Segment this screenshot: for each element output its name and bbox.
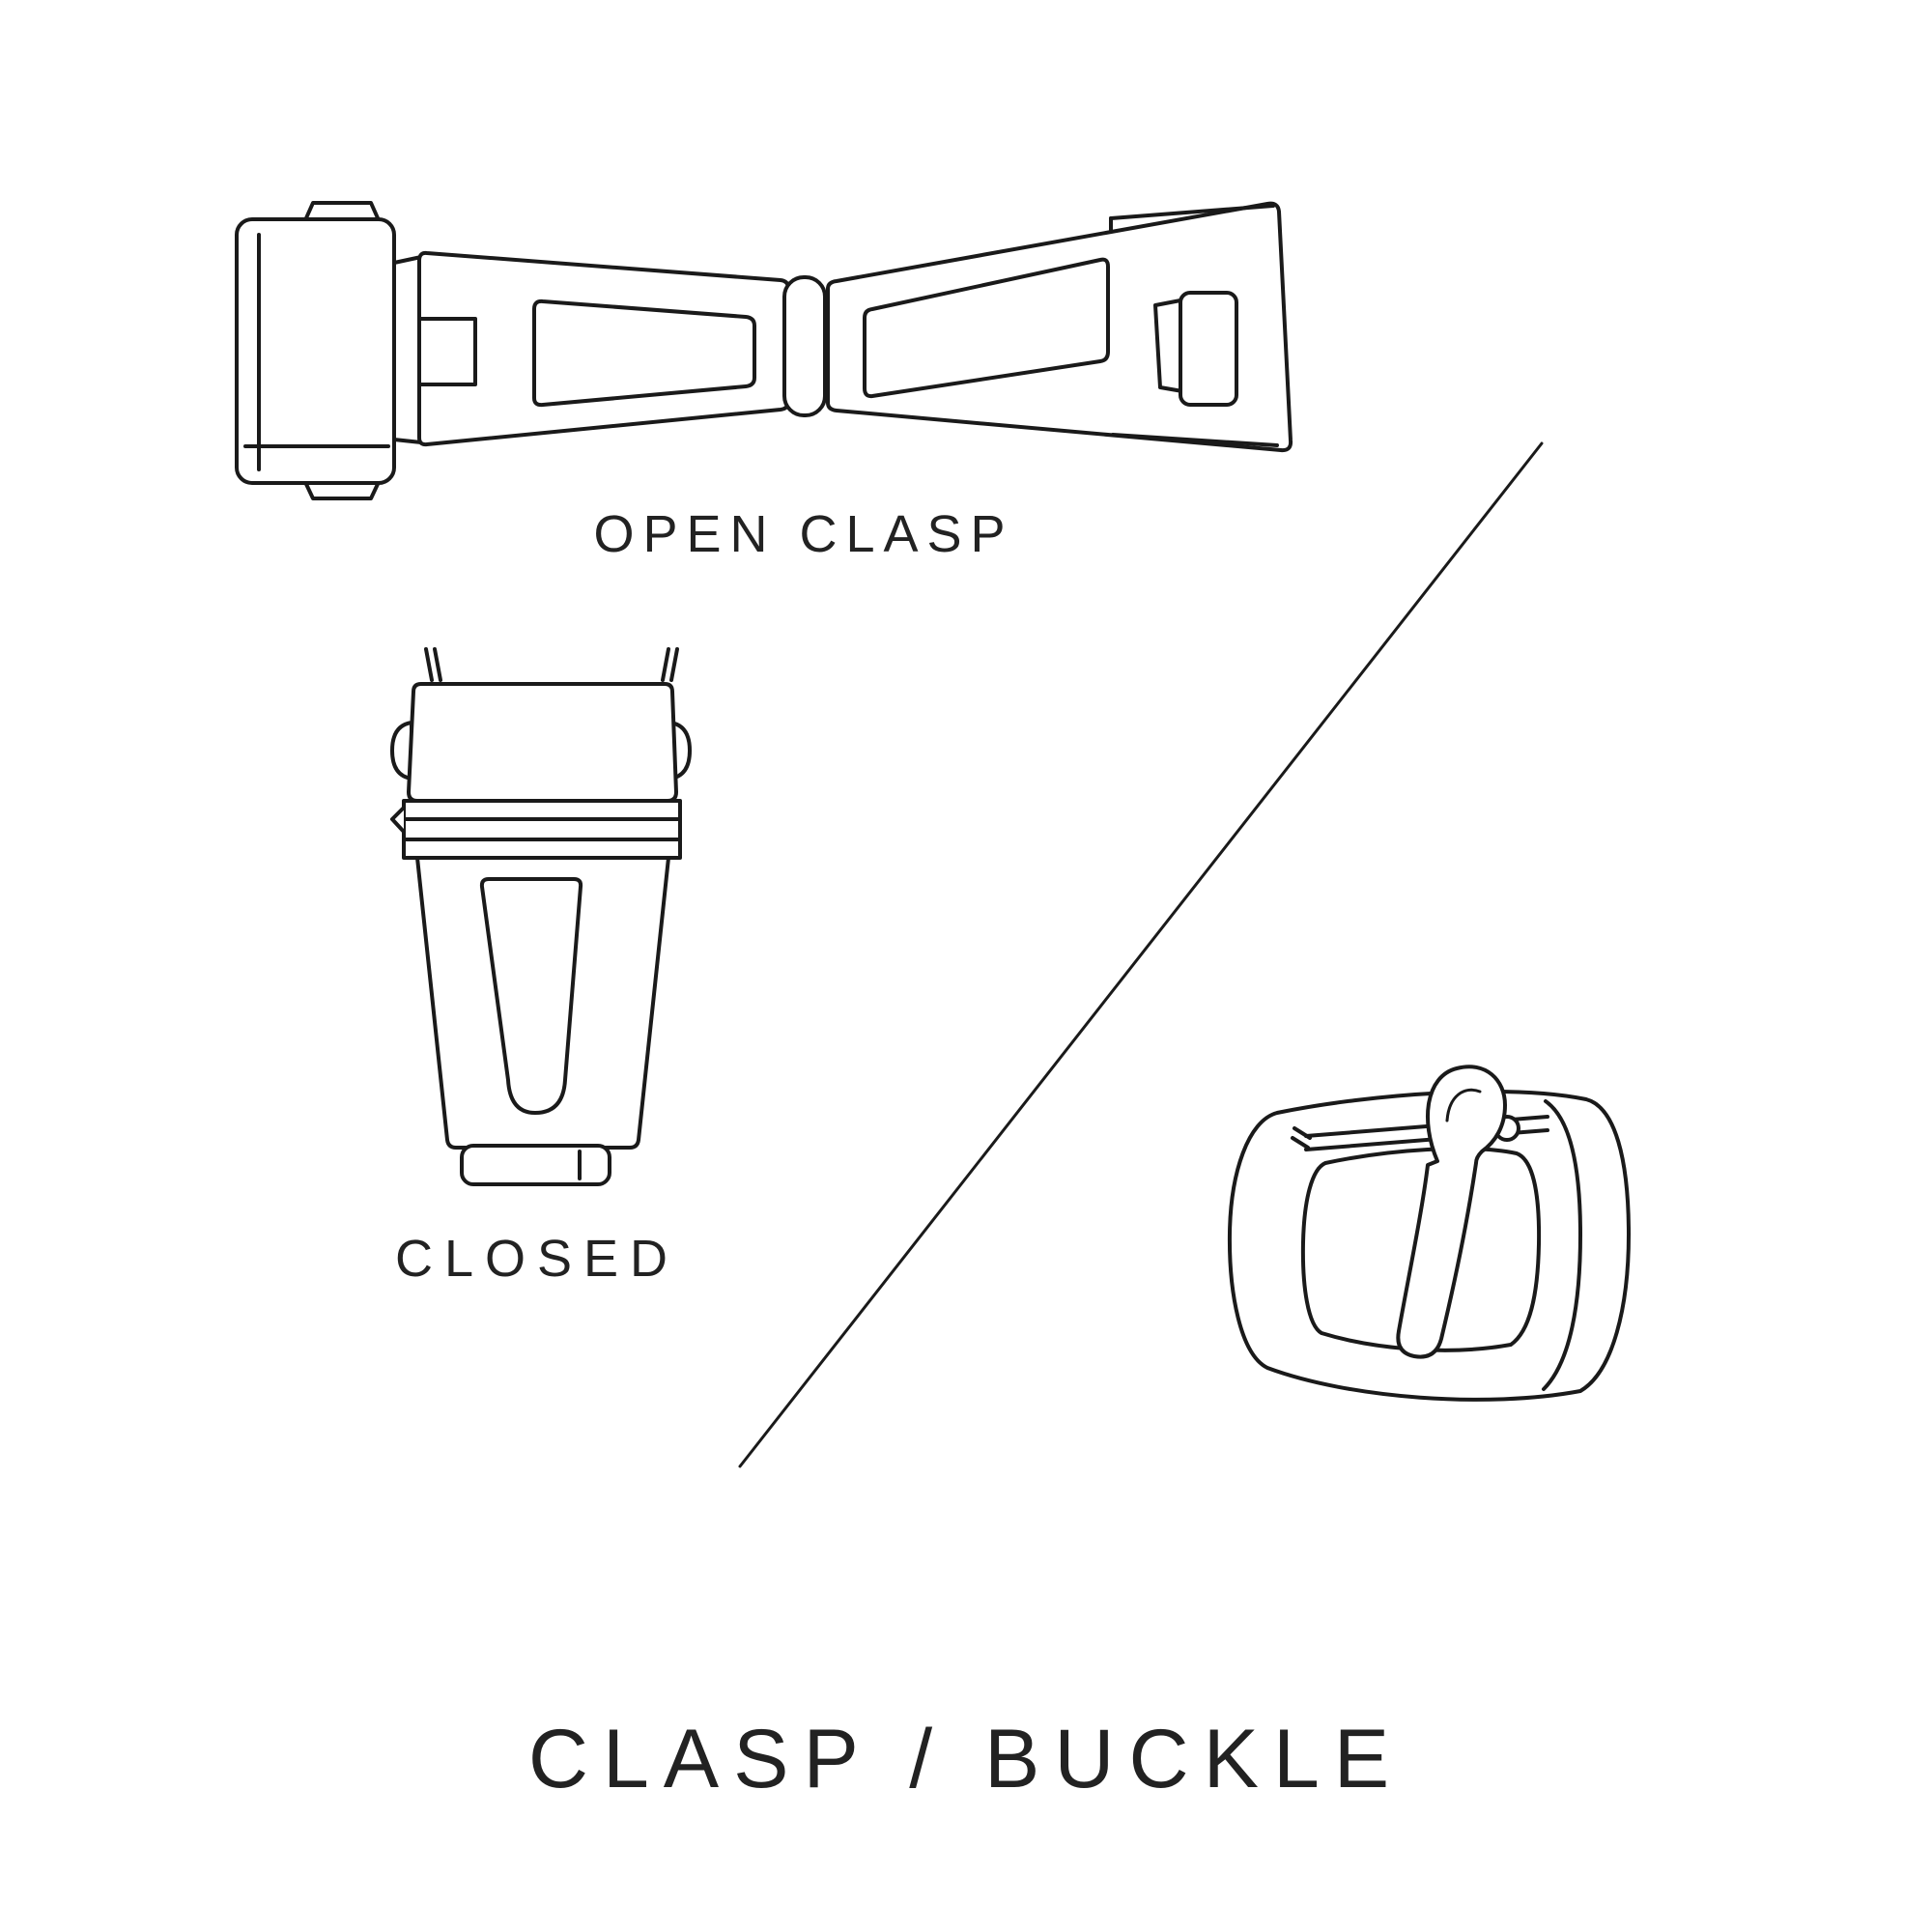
diagonal-divider-line <box>738 441 1544 1468</box>
tang-buckle-illustration <box>1227 1065 1631 1402</box>
closed-clasp-illustration <box>390 647 692 1186</box>
open-clasp-label: OPEN CLASP <box>593 505 1014 563</box>
page-title: CLASP / BUCKLE <box>527 1713 1405 1805</box>
closed-clasp-label: CLOSED <box>394 1230 680 1288</box>
open-clasp-illustration <box>235 201 1293 500</box>
